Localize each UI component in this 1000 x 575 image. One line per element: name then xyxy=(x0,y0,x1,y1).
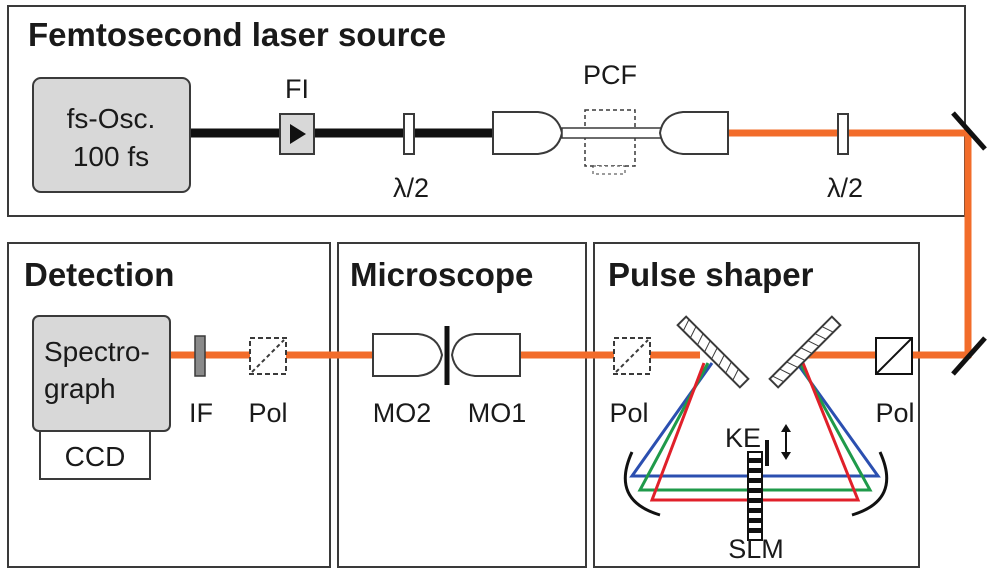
isolator-arrow-icon xyxy=(290,124,306,144)
objective-mo2 xyxy=(372,333,444,377)
spectrograph-label-line1: Spectro- xyxy=(44,336,150,367)
interference-filter xyxy=(194,335,206,377)
laser-source-title: Femtosecond laser source xyxy=(28,16,446,53)
waveplate-2 xyxy=(837,113,849,155)
waveplate-2-label: λ/2 xyxy=(827,173,863,203)
grating-left xyxy=(676,315,750,389)
objective-mo1 xyxy=(450,333,521,377)
shaper-polarizer-in-axis xyxy=(615,339,649,373)
oscillator-label-line1: fs-Osc. xyxy=(67,103,156,134)
shaper-polarizer-in-label: Pol xyxy=(609,398,648,428)
pcf-label: PCF xyxy=(583,60,637,90)
oscillator-box xyxy=(32,77,191,193)
collimating-lens xyxy=(658,111,729,155)
knife-edge-label: KE xyxy=(725,423,761,453)
spectrograph-label-line2: graph xyxy=(44,373,116,404)
pulse-shaper-panel xyxy=(593,242,920,568)
microscope-title: Microscope xyxy=(350,256,533,293)
objective-mo2-label: MO2 xyxy=(373,398,432,428)
knife-edge-translation-arrow-icon xyxy=(781,424,791,460)
slm xyxy=(747,451,763,541)
shaper-polarizer-out-axis xyxy=(876,338,912,374)
detection-title: Detection xyxy=(24,256,174,293)
pcf-fiber xyxy=(561,127,663,139)
curved-mirror-right xyxy=(851,451,889,517)
laser-source-panel xyxy=(7,5,966,217)
objective-mo1-label: MO1 xyxy=(468,398,527,428)
fold-mirror-top xyxy=(951,111,987,151)
ccd-label: CCD xyxy=(65,441,126,472)
waveplate-1-label: λ/2 xyxy=(393,173,429,203)
fold-mirror-bottom xyxy=(951,336,987,376)
detection-polarizer-axis xyxy=(251,339,285,373)
pcf-stage xyxy=(592,165,626,175)
faraday-isolator-label: FI xyxy=(285,74,309,104)
slm-label: SLM xyxy=(728,534,784,564)
coupling-lens xyxy=(492,111,564,155)
grating-right xyxy=(768,315,842,389)
pulse-shaper-title: Pulse shaper xyxy=(608,256,814,293)
detection-panel xyxy=(7,242,331,568)
curved-mirror-left xyxy=(623,451,661,517)
oscillator-label-line2: 100 fs xyxy=(73,141,149,172)
detection-polarizer-label: Pol xyxy=(248,398,287,428)
interference-filter-label: IF xyxy=(189,398,213,428)
microscope-panel xyxy=(337,242,587,568)
shaper-polarizer-out-label: Pol xyxy=(875,398,914,428)
ccd-box xyxy=(39,430,151,480)
waveplate-1 xyxy=(403,113,415,155)
